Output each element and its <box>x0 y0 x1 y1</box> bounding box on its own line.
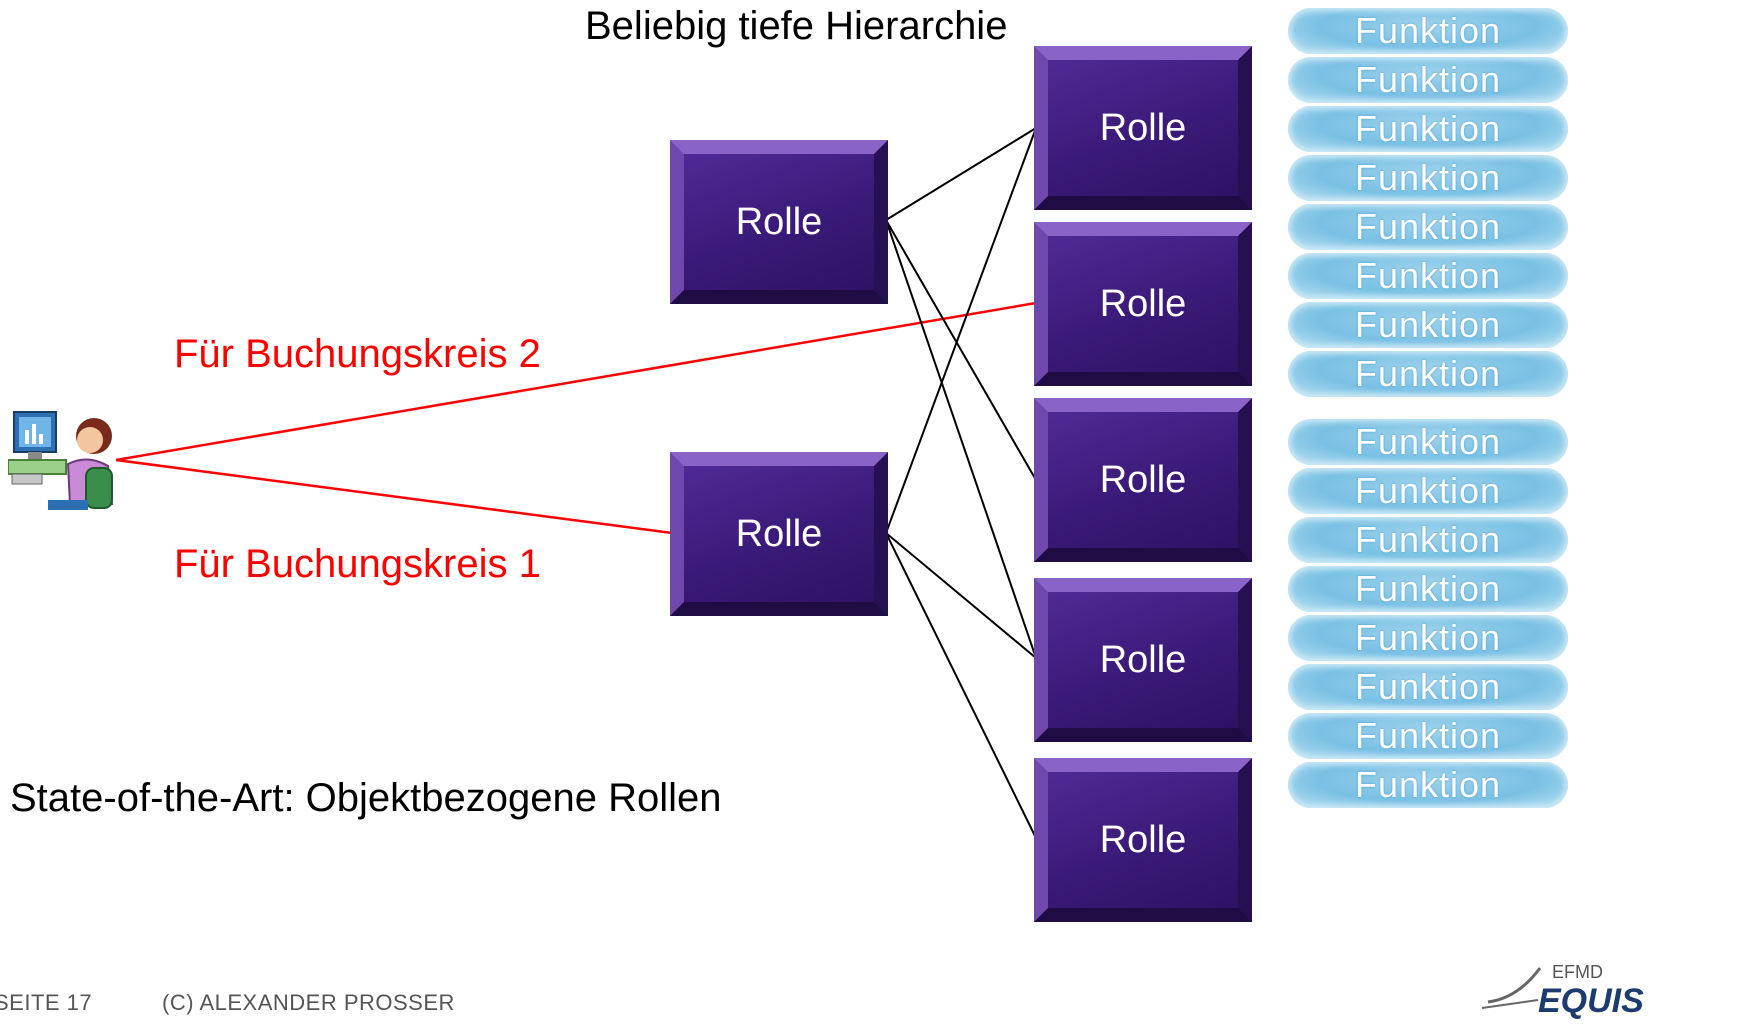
role-box-right-3: Rolle <box>1034 398 1252 562</box>
logo-efmd-text: EFMD <box>1552 962 1603 982</box>
function-label: Funktion <box>1354 519 1502 560</box>
function-item: Funktion <box>1288 57 1568 103</box>
role-box-right-2: Rolle <box>1034 222 1252 386</box>
function-label: Funktion <box>1354 255 1502 296</box>
function-item: Funktion <box>1288 615 1568 661</box>
function-label: Funktion <box>1354 470 1502 511</box>
function-item: Funktion <box>1288 713 1568 759</box>
function-label: Funktion <box>1354 666 1502 707</box>
function-item: Funktion <box>1288 351 1568 397</box>
function-label: Funktion <box>1354 206 1502 247</box>
function-label: Funktion <box>1354 59 1502 100</box>
user-at-computer-icon <box>8 411 114 510</box>
function-label: Funktion <box>1354 10 1502 51</box>
role-label: Rolle <box>735 512 823 555</box>
slide-caption: State-of-the-Art: Objektbezogene Rollen <box>10 776 722 820</box>
function-item: Funktion <box>1288 253 1568 299</box>
link-top-to-right4 <box>885 219 1037 659</box>
function-item: Funktion <box>1288 302 1568 348</box>
role-box-bottom-mid: Rolle <box>670 452 888 616</box>
link-top-to-right3 <box>885 219 1037 481</box>
function-label: Funktion <box>1354 108 1502 149</box>
function-item: Funktion <box>1288 155 1568 201</box>
role-label: Rolle <box>1099 638 1187 681</box>
role-box-right-4: Rolle <box>1034 578 1252 742</box>
link-bottom-to-right4 <box>885 532 1037 659</box>
function-label: Funktion <box>1354 421 1502 462</box>
role-box-right-5: Rolle <box>1034 758 1252 922</box>
logo-swoosh-icon <box>1481 967 1542 1009</box>
function-label: Funktion <box>1354 715 1502 756</box>
equis-logo: EFMD EQUIS <box>1478 958 1750 1030</box>
function-item: Funktion <box>1288 419 1568 465</box>
function-label: Funktion <box>1354 157 1502 198</box>
link-user-buchungskreis-2 <box>115 301 1037 462</box>
function-item: Funktion <box>1288 566 1568 612</box>
copyright-text: (C) ALEXANDER PROSSER <box>162 990 455 1015</box>
label-buchungskreis-1: Für Buchungskreis 1 <box>174 542 541 586</box>
function-item: Funktion <box>1288 762 1568 808</box>
role-box-right-1: Rolle <box>1034 46 1252 210</box>
role-label: Rolle <box>1099 458 1187 501</box>
logo-equis-text: EQUIS <box>1538 982 1644 1020</box>
role-label: Rolle <box>735 200 823 243</box>
role-label: Rolle <box>1099 282 1187 325</box>
function-item: Funktion <box>1288 468 1568 514</box>
function-label: Funktion <box>1354 304 1502 345</box>
diagram-title: Beliebig tiefe Hierarchie <box>585 4 1008 48</box>
function-label: Funktion <box>1354 764 1502 805</box>
function-label: Funktion <box>1354 617 1502 658</box>
function-item: Funktion <box>1288 517 1568 563</box>
function-label: Funktion <box>1354 568 1502 609</box>
link-user-buchungskreis-1 <box>115 458 673 535</box>
function-item: Funktion <box>1288 664 1568 710</box>
function-label: Funktion <box>1354 353 1502 394</box>
link-bottom-to-right5 <box>885 532 1037 839</box>
function-item: Funktion <box>1288 8 1568 54</box>
function-item: Funktion <box>1288 106 1568 152</box>
role-label: Rolle <box>1099 818 1187 861</box>
role-box-top-mid: Rolle <box>670 140 888 304</box>
role-label: Rolle <box>1099 106 1187 149</box>
label-buchungskreis-2: Für Buchungskreis 2 <box>174 332 541 376</box>
link-top-to-right1 <box>885 127 1037 221</box>
page-number: SEITE 17 <box>0 990 93 1015</box>
link-bottom-to-right1 <box>885 127 1037 534</box>
function-item: Funktion <box>1288 204 1568 250</box>
